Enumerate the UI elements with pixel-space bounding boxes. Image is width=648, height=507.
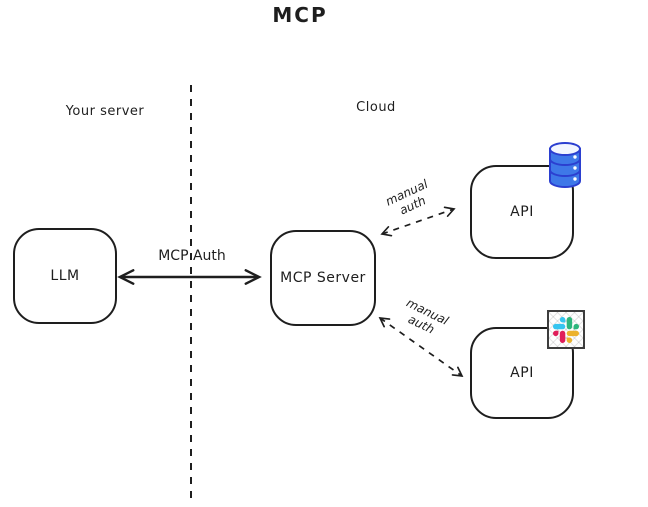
- node-mcp-server: MCP Server: [270, 230, 376, 326]
- node-api-top-label: API: [510, 204, 534, 220]
- region-label-cloud: Cloud: [356, 100, 396, 115]
- node-llm-label: LLM: [50, 268, 80, 284]
- region-label-your-server: Your server: [65, 104, 145, 119]
- diagram-title: MCP: [272, 3, 328, 27]
- slack-icon-frame: [547, 310, 585, 349]
- edge-label-mcp-auth: MCP Auth: [158, 248, 226, 264]
- node-llm: LLM: [13, 228, 117, 324]
- node-api-bottom: API: [470, 327, 574, 419]
- database-icon: [549, 142, 581, 188]
- slack-icon: [553, 316, 579, 343]
- edge-label-manual-auth-top: manual auth: [383, 176, 431, 218]
- node-mcp-server-label: MCP Server: [280, 270, 366, 286]
- edge-label-manual-auth-bottom: manual auth: [404, 295, 451, 337]
- node-api-bottom-label: API: [510, 365, 534, 381]
